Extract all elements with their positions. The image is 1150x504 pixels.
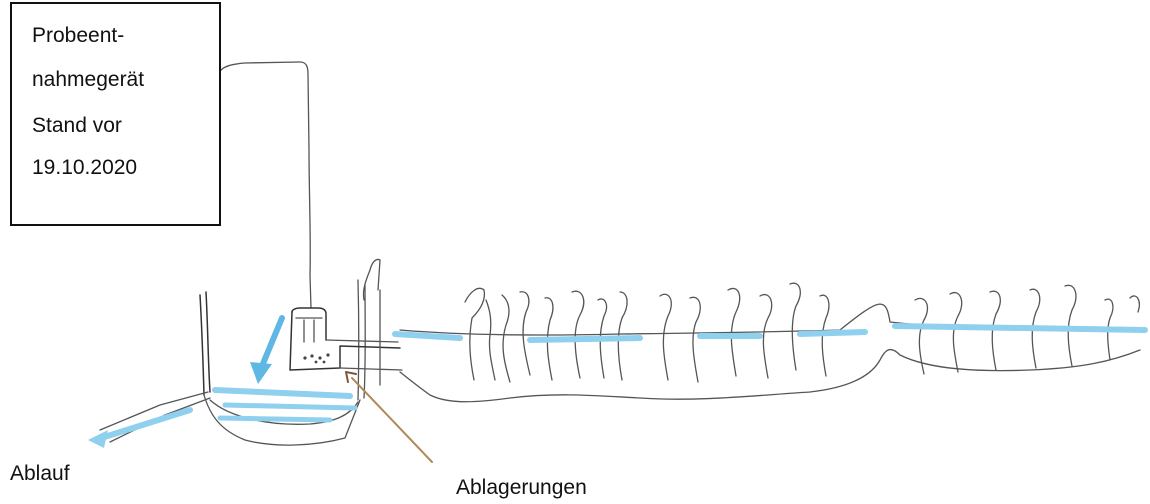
outflow-arrowhead: [88, 430, 108, 448]
box-line-3: Stand vor: [32, 114, 122, 138]
channel-with-plants: [400, 283, 1146, 402]
deposits-arrow: [346, 372, 432, 462]
box-line-4: 19.10.2020: [32, 156, 137, 180]
outflow-label: Ablauf: [10, 462, 70, 486]
sampler-cable: [221, 62, 311, 308]
sampler-label-box: Probeent- nahmegerät Stand vor 19.10.202…: [10, 2, 221, 226]
deposit-dots: [303, 356, 306, 359]
sampling-device: [290, 308, 402, 370]
box-line-2: nahmegerät: [32, 68, 144, 92]
box-line-1: Probeent-: [32, 24, 124, 48]
water-surface: [95, 326, 1145, 440]
flow-arrow: [250, 318, 282, 384]
deposits-label: Ablagerungen: [456, 476, 587, 500]
